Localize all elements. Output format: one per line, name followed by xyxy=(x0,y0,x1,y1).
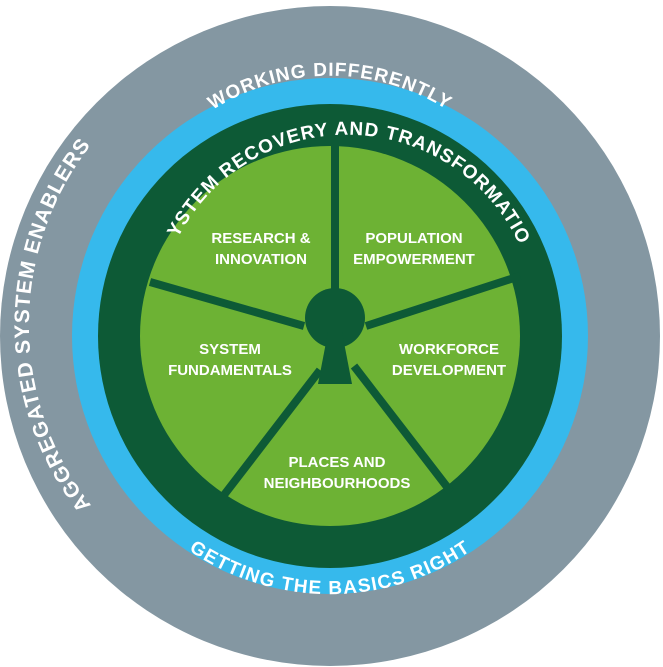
segment-research-line1: RESEARCH & xyxy=(211,230,310,247)
divider-upper-left xyxy=(148,278,306,330)
segment-population-line2: EMPOWERMENT xyxy=(353,251,475,268)
keyhole-icon xyxy=(305,288,365,384)
segment-places-line1: PLACES AND xyxy=(289,454,386,471)
segment-fundamentals-line1: SYSTEM xyxy=(199,341,261,358)
segment-places: PLACES AND NEIGHBOURHOODS xyxy=(264,454,411,492)
segment-workforce-line1: WORKFORCE xyxy=(399,341,499,358)
divider-upper-right xyxy=(364,272,522,330)
segment-research-line2: INNOVATION xyxy=(215,251,307,268)
segment-workforce: WORKFORCE DEVELOPMENT xyxy=(392,341,506,379)
segment-dividers xyxy=(148,142,522,498)
segment-population: POPULATION EMPOWERMENT xyxy=(353,230,475,268)
segment-fundamentals: SYSTEM FUNDAMENTALS xyxy=(168,341,292,379)
segment-population-line1: POPULATION xyxy=(365,230,462,247)
divider-lower-left xyxy=(220,367,324,498)
divider-lower-right xyxy=(350,363,455,495)
segment-research: RESEARCH & INNOVATION xyxy=(211,230,310,268)
segment-fundamentals-line2: FUNDAMENTALS xyxy=(168,362,292,379)
segment-places-line2: NEIGHBOURHOODS xyxy=(264,475,411,492)
segment-workforce-line2: DEVELOPMENT xyxy=(392,362,506,379)
